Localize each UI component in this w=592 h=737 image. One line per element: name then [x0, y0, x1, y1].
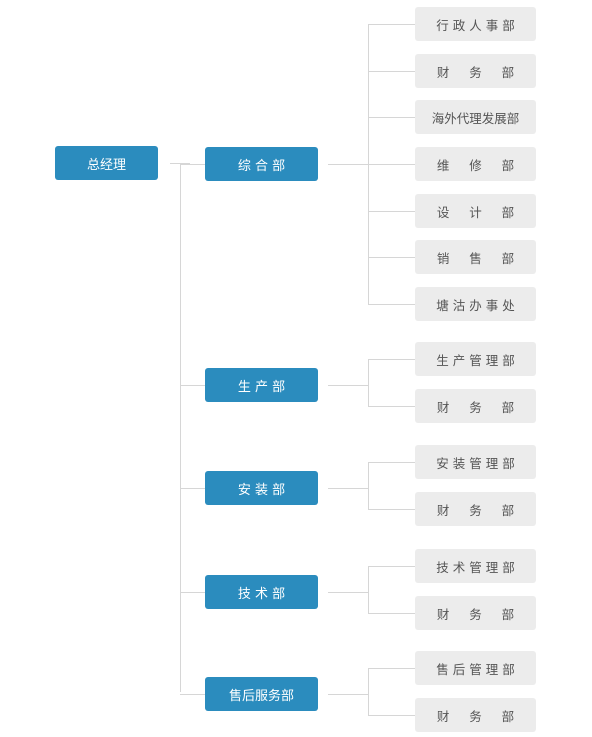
dept-node: 售后服务部: [205, 677, 318, 711]
connector-line: [180, 488, 205, 489]
branch-line: [368, 359, 369, 406]
sub-dept-node: 技 术 管 理 部: [415, 549, 536, 583]
connector-line: [328, 592, 368, 593]
sub-dept-node: 安 装 管 理 部: [415, 445, 536, 479]
connector-line: [368, 304, 415, 305]
connector-line: [368, 164, 415, 165]
connector-line: [180, 694, 205, 695]
sub-dept-node: 财 务 部: [415, 698, 536, 732]
branch-line: [368, 566, 369, 613]
connector-line: [368, 117, 415, 118]
connector-line: [368, 24, 415, 25]
sub-dept-node: 财 务 部: [415, 54, 536, 88]
connector-line: [368, 509, 415, 510]
connector-line: [328, 488, 368, 489]
sub-dept-node: 塘 沽 办 事 处: [415, 287, 536, 321]
sub-dept-node: 生 产 管 理 部: [415, 342, 536, 376]
sub-dept-node: 财 务 部: [415, 492, 536, 526]
connector-line: [368, 715, 415, 716]
connector-line: [180, 164, 205, 165]
dept-node: 生 产 部: [205, 368, 318, 402]
connector-line: [328, 164, 368, 165]
connector-line: [368, 613, 415, 614]
dept-node: 安 装 部: [205, 471, 318, 505]
root-node-general-manager: 总经理: [55, 146, 158, 180]
branch-line: [368, 668, 369, 715]
connector-line: [368, 566, 415, 567]
trunk-line: [180, 163, 181, 692]
connector-line: [180, 385, 205, 386]
sub-dept-node: 海外代理发展部: [415, 100, 536, 134]
connector-line: [368, 406, 415, 407]
dept-node: 综 合 部: [205, 147, 318, 181]
connector-line: [368, 211, 415, 212]
sub-dept-node: 维 修 部: [415, 147, 536, 181]
connector-line: [328, 385, 368, 386]
connector-line: [368, 462, 415, 463]
connector-line: [368, 257, 415, 258]
connector-line: [180, 592, 205, 593]
sub-dept-node: 销 售 部: [415, 240, 536, 274]
branch-line: [368, 462, 369, 509]
connector-line: [328, 694, 368, 695]
sub-dept-node: 设 计 部: [415, 194, 536, 228]
sub-dept-node: 财 务 部: [415, 389, 536, 423]
connector-line: [368, 359, 415, 360]
connector-line: [368, 71, 415, 72]
connector-line: [368, 668, 415, 669]
sub-dept-node: 财 务 部: [415, 596, 536, 630]
dept-node: 技 术 部: [205, 575, 318, 609]
sub-dept-node: 售 后 管 理 部: [415, 651, 536, 685]
sub-dept-node: 行 政 人 事 部: [415, 7, 536, 41]
